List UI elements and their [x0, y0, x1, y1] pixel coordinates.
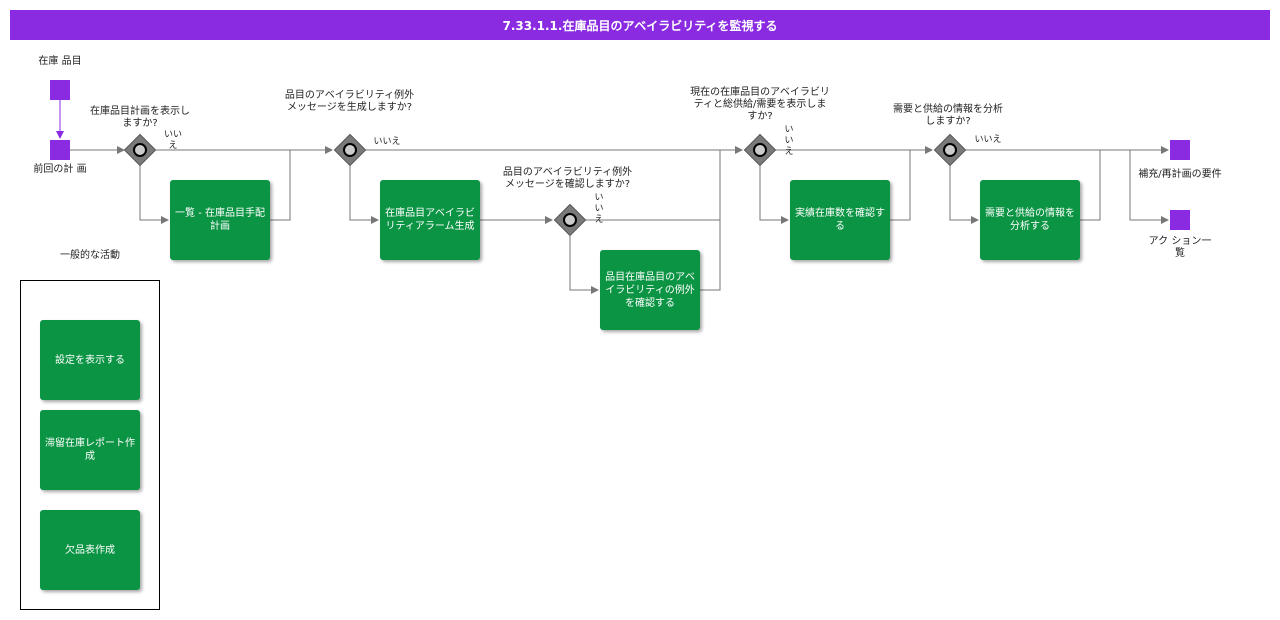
end-event-requirements[interactable] — [1170, 140, 1190, 160]
task-show-settings[interactable]: 設定を表示する — [40, 320, 140, 400]
task-view-item-plan[interactable]: 一覧 - 在庫品目手配計画 — [170, 180, 270, 260]
gateway-5-question: 需要と供給の情報を分析しますか? — [893, 104, 1003, 127]
task-generate-alarm[interactable]: 在庫品目アベイラビリティアラーム生成 — [380, 180, 480, 260]
end-event-actions[interactable] — [1170, 210, 1190, 230]
task-review-exceptions[interactable]: 品目在庫品目のアベイラビリティの例外を確認する — [600, 250, 700, 330]
gateway-2-question: 品目のアベイラビリティ例外メッセージを生成しますか? — [284, 90, 415, 113]
gateway-4 — [743, 133, 777, 167]
general-activities-label: 一般的な活動 — [60, 250, 120, 261]
prev-plan-label: 前回の計 画 — [33, 164, 87, 175]
gateway-shapes — [123, 133, 967, 237]
task-check-actual-stock[interactable]: 実績在庫数を確認する — [790, 180, 890, 260]
gateway-2-no-label: いいえ — [373, 137, 401, 147]
page-title: 7.33.1.1.在庫品目のアベイラビリティを監視する — [10, 10, 1270, 40]
task-dead-stock-report[interactable]: 滞留在庫レポート作成 — [40, 410, 140, 490]
gateway-2 — [333, 133, 367, 167]
gateway-1 — [123, 133, 157, 167]
gateway-4-no-label: いいえ — [784, 125, 794, 157]
end-event-requirements-label: 補充/再計画の要件 — [1138, 169, 1222, 180]
task-shortage-list[interactable]: 欠品表作成 — [40, 510, 140, 590]
start-event[interactable] — [50, 80, 70, 100]
start-event-label: 在庫 品目 — [38, 56, 82, 67]
gateway-5-no-label: いいえ — [974, 135, 1002, 145]
task-analyze-supply-demand[interactable]: 需要と供給の情報を分析する — [980, 180, 1080, 260]
gateway-3-no-label: いいえ — [594, 193, 604, 225]
gateway-3-question: 品目のアベイラビリティ例外メッセージを確認しますか? — [502, 167, 633, 190]
gateway-1-question: 在庫品目計画を表示しますか? — [90, 106, 190, 129]
end-event-actions-label: アク ション一覧 — [1148, 236, 1212, 259]
general-activities-group — [20, 280, 160, 610]
gateway-1-no-label: いいえ — [163, 130, 182, 151]
gateway-5 — [933, 133, 967, 167]
prev-plan-event[interactable] — [50, 140, 70, 160]
gateway-3 — [553, 203, 587, 237]
gateway-4-question: 現在の在庫品目のアベイラビリティと総供給/需要を表示しますか? — [690, 87, 830, 122]
